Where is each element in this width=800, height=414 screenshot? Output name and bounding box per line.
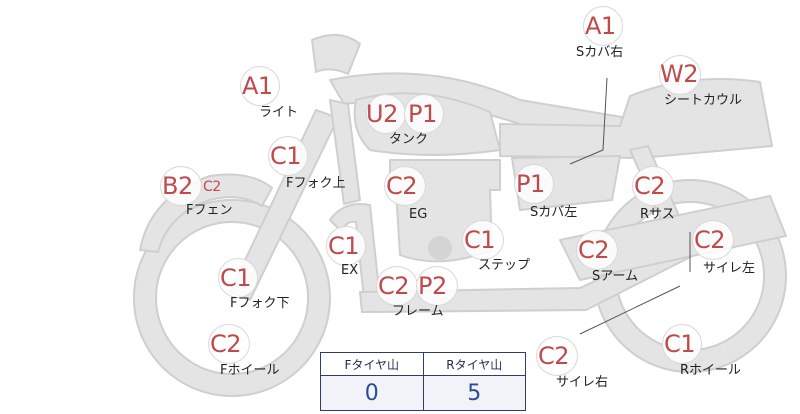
label-rear-wheel: Rホイール	[680, 363, 742, 378]
grade-exhaust: C1	[328, 232, 360, 260]
label-fork-lower: Fフォク下	[230, 296, 290, 311]
label-light: ライト	[259, 105, 299, 120]
ring-seat-cowl	[659, 55, 701, 95]
ring-fork-lower	[218, 258, 258, 298]
grade-step: C1	[464, 226, 496, 254]
label-fork-upper: Fフォク上	[286, 176, 346, 191]
leader-side-cover-right	[569, 77, 608, 165]
grade-tank-2: P1	[408, 100, 437, 128]
label-engine: EG	[409, 207, 428, 222]
grade-muffler-right: C2	[538, 342, 570, 370]
grade-fender-2: C2	[203, 179, 221, 195]
grade-fender-1: B2	[162, 172, 193, 200]
leader-muffler-right	[579, 285, 681, 335]
label-seat-cowl: シートカウル	[664, 93, 743, 108]
ring-fork-upper	[268, 136, 308, 176]
ring-tank-2	[404, 94, 444, 134]
grade-frame-2: P2	[418, 272, 447, 300]
rear-tire-label: Rタイヤ山	[422, 352, 526, 376]
grade-side-cover-right: A1	[585, 12, 616, 40]
label-tank: タンク	[389, 132, 429, 147]
label-swingarm: Sアーム	[592, 269, 639, 284]
grade-frame-1: C2	[378, 272, 410, 300]
grade-tank-1: U2	[366, 100, 398, 128]
ring-side-cover-left	[514, 164, 554, 204]
label-muffler-left: サイレ左	[703, 261, 756, 276]
grade-rear-suspension: C2	[634, 172, 666, 200]
seat-cowl-shape	[499, 78, 773, 159]
front-tire-label: Fタイヤ山	[320, 352, 424, 376]
label-fender: Fフェン	[186, 203, 233, 218]
tire-table-value-row: 0 5	[320, 375, 526, 411]
ring-fender	[160, 166, 202, 206]
grade-seat-cowl: W2	[660, 60, 699, 88]
label-side-cover-left: Sカバ左	[530, 205, 578, 220]
ring-exhaust	[326, 226, 366, 266]
ring-frame-2	[416, 266, 458, 306]
front-tire-value: 0	[320, 375, 424, 411]
rear-tire-value: 5	[422, 375, 526, 411]
label-side-cover-right: Sカバ右	[576, 45, 624, 60]
grade-front-wheel: C2	[210, 330, 242, 358]
ring-rear-wheel	[662, 324, 702, 364]
ring-rear-suspension	[632, 166, 674, 206]
tire-tread-table: Fタイヤ山 Rタイヤ山 0 5	[320, 352, 526, 411]
label-exhaust: EX	[341, 263, 359, 278]
ring-side-cover-right	[583, 6, 623, 46]
frame-down-shape	[329, 99, 361, 205]
grade-side-cover-left: P1	[516, 170, 545, 198]
grade-light: A1	[242, 72, 273, 100]
label-frame: フレーム	[392, 304, 444, 319]
ring-muffler-right	[536, 336, 578, 376]
label-muffler-right: サイレ右	[556, 375, 609, 390]
headlight-shape	[311, 33, 361, 75]
label-front-wheel: Fホイール	[220, 363, 280, 378]
engine-cover-circle	[428, 236, 452, 260]
ring-tank-1	[366, 94, 406, 134]
grade-muffler-left: C2	[694, 226, 726, 254]
muffler-shape	[559, 195, 787, 281]
label-step: ステップ	[478, 258, 531, 273]
grade-fork-upper: C1	[270, 142, 302, 170]
ring-engine	[384, 166, 426, 206]
label-rear-suspension: Rサス	[640, 207, 675, 222]
grade-rear-wheel: C1	[664, 330, 696, 358]
ring-swingarm	[576, 230, 618, 270]
ring-frame-1	[376, 266, 418, 306]
front-fork-shape	[229, 109, 339, 301]
ring-muffler-left	[692, 220, 734, 260]
ring-step	[462, 220, 504, 260]
grade-engine: C2	[386, 172, 418, 200]
grade-swingarm: C2	[578, 236, 610, 264]
ring-front-wheel	[208, 324, 250, 364]
ring-light	[240, 66, 280, 106]
grade-fork-lower: C1	[220, 264, 252, 292]
tire-table-header-row: Fタイヤ山 Rタイヤ山	[320, 352, 526, 376]
